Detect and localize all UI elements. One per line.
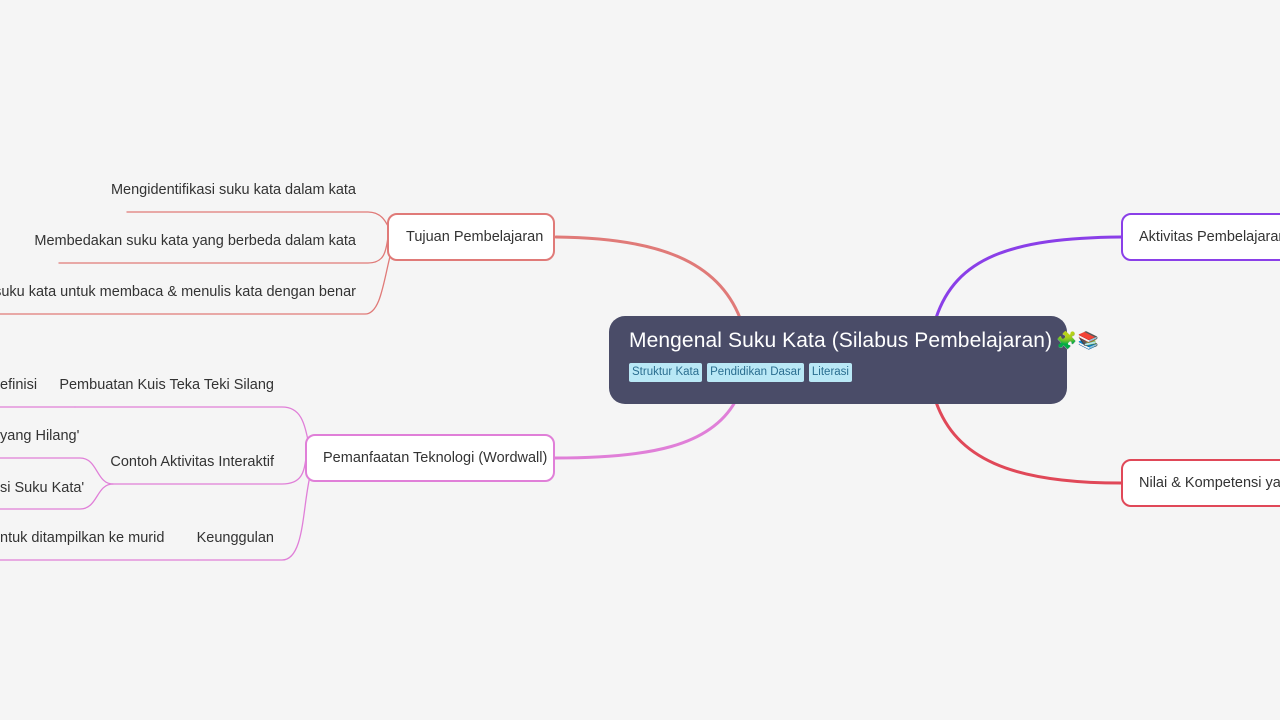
- node-nilai-kompetensi[interactable]: Nilai & Kompetensi yang: [1121, 459, 1280, 507]
- node-aktivitas-pembelajaran[interactable]: Aktivitas Pembelajaran: [1121, 213, 1280, 261]
- leaf-membedakan[interactable]: Membedakan suku kata yang berbeda dalam …: [34, 233, 356, 249]
- puzzle-books-icon: 🧩📚: [1056, 331, 1099, 350]
- leaf-menggunakan[interactable]: kan suku kata untuk membaca & menulis ka…: [0, 284, 356, 300]
- node-tujuan-pembelajaran[interactable]: Tujuan Pembelajaran: [387, 213, 555, 261]
- connector-contoh-leaf-2: [0, 483, 114, 510]
- tag-struktur-kata[interactable]: Struktur Kata: [629, 363, 703, 382]
- connector-teknologi-keunggulan: [197, 467, 313, 561]
- connector-root-aktivitas: [934, 235, 1123, 320]
- connector-root-tujuan: [554, 235, 742, 320]
- central-topic-title-row: Mengenal Suku Kata (Silabus Pembelajaran…: [629, 329, 1099, 353]
- leaf-yang-hilang[interactable]: yang Hilang': [0, 428, 80, 444]
- tag-literasi[interactable]: Literasi: [808, 363, 852, 382]
- leaf-mengidentifikasi[interactable]: Mengidentifikasi suku kata dalam kata: [110, 182, 356, 198]
- node-teknologi-label: Pemanfaatan Teknologi (Wordwall): [323, 450, 548, 466]
- leaf-ditampilkan[interactable]: ntuk ditampilkan ke murid: [0, 530, 165, 546]
- central-topic-title: Mengenal Suku Kata (Silabus Pembelajaran…: [629, 329, 1053, 352]
- node-tujuan-label: Tujuan Pembelajaran: [406, 229, 544, 245]
- leaf-contoh-aktivitas[interactable]: Contoh Aktivitas Interaktif: [110, 454, 274, 470]
- node-nilai-label: Nilai & Kompetensi yang: [1139, 475, 1280, 491]
- central-topic[interactable]: Mengenal Suku Kata (Silabus Pembelajaran…: [609, 316, 1099, 404]
- connector-teknologi-kuis: [74, 406, 313, 459]
- node-pemanfaatan-teknologi[interactable]: Pemanfaatan Teknologi (Wordwall): [305, 434, 555, 482]
- leaf-definisi[interactable]: efinisi: [0, 377, 38, 393]
- node-aktivitas-label: Aktivitas Pembelajaran: [1139, 229, 1280, 245]
- tag-pendidikan-dasar[interactable]: Pendidikan Dasar: [707, 363, 804, 382]
- connector-root-nilai: [934, 400, 1123, 485]
- connector-root-teknologi: [553, 400, 737, 460]
- leaf-keunggulan[interactable]: Keunggulan: [196, 530, 274, 546]
- connector-tujuan-leaf-3: [0, 244, 394, 315]
- central-topic-tags: Struktur Kata Pendidikan Dasar Literasi: [629, 363, 1067, 382]
- connector-contoh-leaf-1: [0, 457, 114, 485]
- leaf-pembuatan-kuis[interactable]: Pembuatan Kuis Teka Teki Silang: [59, 377, 274, 393]
- leaf-suku-kata[interactable]: si Suku Kata': [0, 480, 85, 496]
